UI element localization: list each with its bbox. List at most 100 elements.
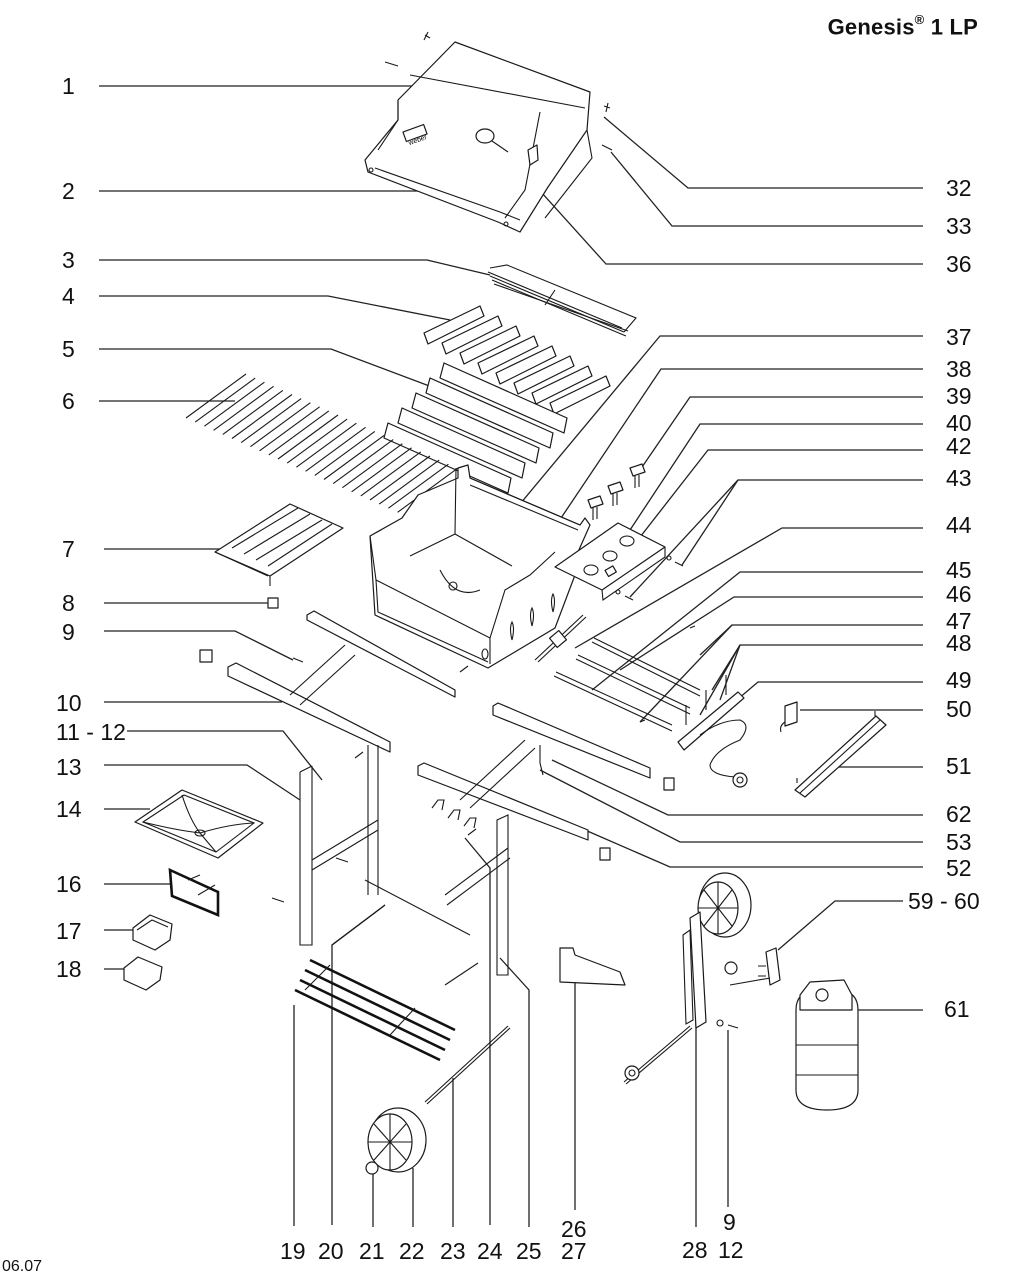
- catch-pan-tray[interactable]: [214, 503, 344, 586]
- wheel-frame[interactable]: [623, 872, 752, 1085]
- callout-label-14[interactable]: 14: [56, 796, 82, 822]
- callout-label-1[interactable]: 1: [62, 73, 75, 99]
- catch-pan[interactable]: [132, 914, 173, 951]
- callout-label-13[interactable]: 13: [56, 754, 82, 780]
- cookbox[interactable]: [369, 464, 591, 669]
- callout-label-51[interactable]: 51: [946, 753, 972, 779]
- callout-label-46[interactable]: 46: [946, 581, 972, 607]
- callout-label-6[interactable]: 6: [62, 388, 75, 414]
- control-panel[interactable]: [554, 522, 684, 601]
- title-model: 1 LP: [930, 14, 978, 40]
- callout-label-11-12[interactable]: 11 - 12: [56, 719, 126, 745]
- leader-5: [99, 348, 441, 391]
- frame-right[interactable]: [417, 702, 651, 976]
- cooking-grate[interactable]: [185, 373, 458, 513]
- grate-rib: [314, 430, 376, 476]
- callout-label-61[interactable]: 61: [944, 996, 970, 1022]
- callout-label-22[interactable]: 22: [399, 1238, 425, 1264]
- grate-rib: [231, 394, 293, 439]
- callout-label-38[interactable]: 38: [946, 356, 972, 382]
- callout-label-24[interactable]: 24: [477, 1238, 503, 1264]
- callout-label-16[interactable]: 16: [56, 871, 82, 897]
- catch-pan-holder[interactable]: [168, 867, 220, 917]
- lid-handle-bracket: [527, 144, 539, 166]
- leader-47: [699, 624, 923, 656]
- lp-tank[interactable]: [795, 979, 859, 1111]
- weber-badge: [402, 123, 428, 143]
- date-code: 06.07: [2, 1258, 43, 1275]
- callout-label-36[interactable]: 36: [946, 251, 972, 277]
- callout-label-27[interactable]: 27: [561, 1238, 587, 1264]
- callout-label-42[interactable]: 42: [946, 433, 972, 459]
- callout-label-32[interactable]: 32: [946, 175, 972, 201]
- callout-label-33[interactable]: 33: [946, 213, 972, 239]
- callout-label-17[interactable]: 17: [56, 918, 82, 944]
- bottom-tray[interactable]: [134, 789, 264, 859]
- grate-rib: [194, 377, 256, 423]
- short-bars[interactable]: [423, 305, 611, 415]
- callout-label-49[interactable]: 49: [946, 667, 972, 693]
- callout-label-43[interactable]: 43: [946, 465, 972, 491]
- axle[interactable]: [424, 1025, 511, 1105]
- heat-deflector[interactable]: [794, 711, 887, 798]
- drip-pan-liner[interactable]: [123, 956, 163, 991]
- crossover-tube[interactable]: [534, 614, 587, 663]
- callout-label-9[interactable]: 9: [62, 619, 75, 645]
- grate-rib: [323, 435, 385, 480]
- callout-label-8[interactable]: 8: [62, 590, 75, 616]
- bottom-shelf-panel[interactable]: [331, 879, 479, 986]
- callout-label-10[interactable]: 10: [56, 690, 82, 716]
- grate-rib: [240, 398, 302, 444]
- callout-label-3[interactable]: 3: [62, 247, 75, 273]
- leader-44: [574, 527, 923, 649]
- grate-rib: [204, 381, 265, 427]
- side-bracket[interactable]: [779, 701, 798, 733]
- callout-label-50[interactable]: 50: [946, 696, 972, 722]
- wheel-left[interactable]: [367, 1107, 427, 1173]
- frame-left[interactable]: [227, 610, 456, 946]
- callout-label-5[interactable]: 5: [62, 336, 75, 362]
- manifold-hose[interactable]: [639, 625, 748, 788]
- leader-11-12: [127, 730, 323, 781]
- callout-label-37[interactable]: 37: [946, 324, 972, 350]
- callout-label-59-60[interactable]: 59 - 60: [908, 888, 980, 914]
- callout-label-62[interactable]: 62: [946, 801, 972, 827]
- leader-24: [464, 837, 491, 1225]
- callout-label-9-bottom[interactable]: 9: [723, 1209, 736, 1235]
- tank-bracket[interactable]: [559, 947, 626, 986]
- callout-label-20[interactable]: 20: [318, 1238, 344, 1264]
- burners[interactable]: [553, 637, 701, 732]
- grate-rib: [268, 410, 330, 456]
- bottom-shelf-rack[interactable]: [294, 958, 456, 1062]
- lid-assembly[interactable]: weber: [364, 31, 613, 233]
- callout-label-47[interactable]: 47: [946, 608, 972, 634]
- callout-label-45[interactable]: 45: [946, 557, 972, 583]
- callout-label-26[interactable]: 26: [561, 1216, 587, 1242]
- callout-label-25[interactable]: 25: [516, 1238, 542, 1264]
- leader-53: [539, 769, 923, 843]
- callout-label-21[interactable]: 21: [359, 1238, 385, 1264]
- callout-label-18[interactable]: 18: [56, 956, 82, 982]
- pin-32-right: [603, 102, 611, 113]
- hub-cap[interactable]: [365, 1161, 379, 1175]
- warming-rack[interactable]: [487, 264, 637, 337]
- callout-label-19[interactable]: 19: [280, 1238, 306, 1264]
- callout-label-53[interactable]: 53: [946, 829, 972, 855]
- callout-label-12-bottom[interactable]: 12: [718, 1237, 744, 1263]
- diagram-title: Genesis® 1 LP: [828, 12, 978, 40]
- callout-label-23[interactable]: 23: [440, 1238, 466, 1264]
- callout-label-4[interactable]: 4: [62, 283, 75, 309]
- control-knobs[interactable]: [587, 463, 646, 520]
- callout-label-48[interactable]: 48: [946, 630, 972, 656]
- leader-lines: [99, 85, 923, 1227]
- callout-label-40[interactable]: 40: [946, 410, 972, 436]
- callout-label-28[interactable]: 28: [682, 1237, 708, 1263]
- callout-label-52[interactable]: 52: [946, 855, 972, 881]
- flavorizer-bars[interactable]: [383, 362, 568, 494]
- callout-label-39[interactable]: 39: [946, 383, 972, 409]
- callout-label-2[interactable]: 2: [62, 178, 75, 204]
- callout-label-44[interactable]: 44: [946, 512, 972, 538]
- fuel-scale[interactable]: [729, 947, 781, 986]
- callout-label-7[interactable]: 7: [62, 536, 75, 562]
